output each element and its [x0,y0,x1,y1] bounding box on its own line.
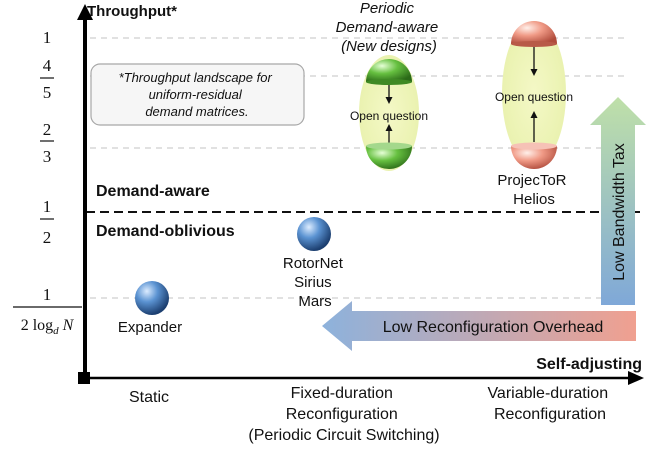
reconfig-overhead-arrow: Low Reconfiguration Overhead [322,301,636,351]
projector-upper-rim [511,41,557,47]
y-tick-2-3-num: 2 [43,120,52,139]
x-category-labels: Static Fixed-duration Reconfiguration (P… [129,385,612,444]
expander-point [135,281,169,315]
y-tick-2-3-den: 3 [43,147,52,166]
bandwidth-tax-label: Low Bandwidth Tax [611,143,628,281]
projector-lower-hemisphere [511,146,557,169]
periodic-open-question: Open question [350,109,428,123]
projector-arrow-down-head [530,69,538,76]
note-box: *Throughput landscape for uniform-residu… [90,63,305,126]
y-tick-1-2-den: 2 [43,228,52,247]
bandwidth-tax-arrow-shape [590,97,646,305]
bandwidth-tax-arrow: Low Bandwidth Tax [590,97,646,305]
region-label-demand-oblivious: Demand-oblivious [96,223,235,240]
axes: Throughput* Self-adjusting [77,3,644,385]
expander-label: Expander [118,319,182,336]
y-tick-1-2-num: 1 [43,197,52,216]
x-category-fixed: Fixed-duration Reconfiguration (Periodic… [248,385,439,444]
projector-lower-rim [511,142,557,150]
rotornet-label: RotorNet Sirius Mars [283,255,347,310]
x-category-static: Static [129,389,169,406]
periodic-demand-aware-group: Periodic Demand-aware (New designs) Open… [336,0,443,171]
y-tick-log-num: 1 [43,285,52,304]
periodic-lower-rim [366,142,412,150]
y-tick-log-den: 2 logd N [21,317,75,337]
projector-group: Open question ProjecToR Helios [495,21,573,208]
projector-open-question: Open question [495,90,573,104]
x-axis-label: Self-adjusting [536,356,642,373]
periodic-arrow-up-head [385,124,393,131]
projector-glow [502,21,566,165]
y-axis-arrowhead [77,4,93,20]
reconfig-overhead-label: Low Reconfiguration Overhead [383,319,604,336]
origin-marker [78,372,90,384]
projector-upper-hemisphere [511,21,557,44]
note-text: *Throughput landscape for uniform-residu… [119,70,276,119]
x-axis-arrowhead [628,371,644,385]
x-category-variable: Variable-duration Reconfiguration [487,385,612,423]
y-tick-4-5-den: 5 [43,83,52,102]
projector-arrow-up-head [530,111,538,118]
periodic-lower-hemisphere [366,146,412,169]
periodic-title: Periodic Demand-aware (New designs) [336,0,443,55]
region-label-demand-aware: Demand-aware [96,183,210,200]
y-tick-4-5-num: 4 [43,56,52,75]
periodic-arrow-down-head [385,97,393,104]
reconfig-overhead-arrow-shape [322,301,636,351]
projector-label: ProjecToR Helios [497,172,570,208]
y-axis-label: Throughput* [87,3,177,20]
periodic-upper-rim [366,79,412,85]
note-box-frame [90,63,305,126]
periodic-upper-hemisphere [366,59,412,82]
rotornet-point [297,217,331,251]
y-tick-1: 1 [43,28,52,47]
y-tick-labels: 1 4 5 2 3 1 2 1 2 logd N [13,28,82,337]
